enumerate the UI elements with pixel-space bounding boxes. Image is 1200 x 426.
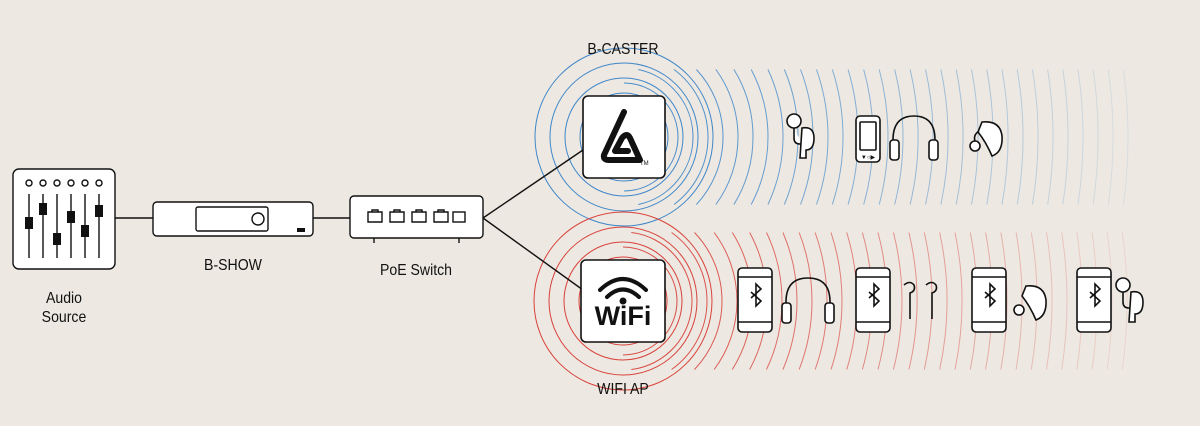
wave-arc bbox=[623, 82, 679, 192]
hearing-aid-icon bbox=[1013, 284, 1047, 322]
b-caster-device-icon[interactable]: TM bbox=[582, 95, 666, 179]
wave-arc bbox=[923, 232, 933, 370]
poe-switch-icon[interactable] bbox=[349, 195, 484, 243]
wave-ring bbox=[549, 62, 699, 212]
hearing-aid-icon bbox=[969, 120, 1003, 158]
b-show-label: B-SHOW bbox=[204, 257, 262, 274]
wave-arc bbox=[1015, 232, 1023, 370]
handheld-receiver-icon: ▼○▶ bbox=[855, 115, 881, 163]
bluetooth-icon bbox=[1089, 282, 1102, 308]
wave-arc bbox=[908, 232, 918, 370]
wave-ring bbox=[578, 256, 668, 346]
wifi-receiver-group bbox=[737, 267, 835, 333]
b-caster-logo-icon bbox=[600, 109, 643, 163]
wave-arc bbox=[638, 69, 694, 205]
wave-arc bbox=[715, 69, 739, 205]
wave-arc bbox=[1121, 232, 1128, 370]
wave-arc bbox=[1077, 69, 1084, 205]
wave-arc bbox=[1000, 232, 1008, 370]
poe-switch-label: PoE Switch bbox=[380, 262, 452, 279]
wave-arc bbox=[671, 232, 708, 370]
wave-arc bbox=[733, 69, 754, 205]
wifi-ap-device-icon[interactable]: WiFi bbox=[580, 259, 666, 343]
wave-arc bbox=[696, 69, 724, 205]
audio-source-label-line2: Source bbox=[41, 309, 87, 326]
wave-arc bbox=[1122, 69, 1129, 205]
headphones-icon bbox=[781, 277, 835, 324]
audio-source-mixer-icon[interactable] bbox=[12, 168, 116, 270]
bluetooth-icon bbox=[868, 282, 881, 308]
connection-lines bbox=[115, 149, 584, 291]
wave-arc bbox=[955, 69, 964, 205]
bluetooth-icon bbox=[750, 282, 763, 308]
wave-arc bbox=[694, 232, 723, 370]
wifi-ap-label: WIFI AP bbox=[597, 381, 649, 398]
wave-arc bbox=[631, 232, 693, 370]
wave-arc bbox=[766, 232, 783, 370]
wave-arc bbox=[1106, 232, 1113, 370]
bluetooth-icon bbox=[984, 282, 997, 308]
wave-arc bbox=[954, 232, 963, 370]
wave-arc bbox=[892, 232, 903, 370]
wave-arc bbox=[750, 69, 769, 205]
audio-source-label: Audio Source bbox=[25, 289, 102, 327]
wave-arc bbox=[831, 69, 844, 205]
smartphone-bluetooth-icon bbox=[737, 267, 773, 333]
smartphone-bluetooth-icon bbox=[1076, 267, 1112, 333]
wave-ring bbox=[579, 92, 669, 182]
line-switch-to-bcaster bbox=[482, 149, 584, 219]
smartphone-bluetooth-icon bbox=[971, 267, 1007, 333]
wave-arc bbox=[909, 69, 919, 205]
headphones-icon bbox=[889, 115, 939, 161]
wave-arc bbox=[971, 69, 979, 205]
wave-arc bbox=[1047, 69, 1054, 205]
line-switch-to-wifi bbox=[482, 217, 584, 291]
wifi-receivers bbox=[737, 267, 1144, 333]
hearing-loop-receiver-icon bbox=[786, 113, 815, 159]
wave-ring bbox=[563, 241, 683, 361]
wave-arc bbox=[939, 232, 948, 370]
wave-arc bbox=[1046, 232, 1053, 370]
wave-arc bbox=[713, 232, 738, 370]
wave-arc bbox=[622, 246, 678, 356]
wave-arc bbox=[798, 232, 813, 370]
wave-arc bbox=[1061, 232, 1068, 370]
wifi-receiver-group bbox=[855, 267, 938, 333]
wave-arc bbox=[830, 232, 843, 370]
wave-arc bbox=[1062, 69, 1069, 205]
wave-arc bbox=[814, 232, 828, 370]
wave-arc bbox=[940, 69, 949, 205]
b-show-device-icon[interactable] bbox=[152, 201, 314, 237]
b-caster-label: B-CASTER bbox=[587, 41, 659, 58]
wave-ring bbox=[564, 77, 684, 197]
wave-arc bbox=[1031, 69, 1039, 205]
wave-arc bbox=[673, 69, 709, 205]
wave-arc bbox=[894, 69, 904, 205]
smartphone-bluetooth-icon bbox=[855, 267, 891, 333]
wave-arc bbox=[1016, 69, 1024, 205]
earbuds-icon bbox=[903, 281, 938, 319]
audio-source-label-line1: Audio bbox=[45, 290, 82, 307]
wave-ring bbox=[534, 47, 714, 227]
wave-arc bbox=[925, 69, 934, 205]
wave-arc bbox=[1001, 69, 1009, 205]
wifi-receiver-group bbox=[1076, 267, 1144, 333]
trademark-mark: TM bbox=[640, 161, 649, 167]
wave-arc bbox=[767, 69, 784, 205]
wave-arc bbox=[1107, 69, 1114, 205]
wave-arc bbox=[782, 232, 798, 370]
wave-ring bbox=[533, 211, 713, 391]
hearing-loop-receiver-icon bbox=[1115, 277, 1144, 323]
wifi-receiver-group bbox=[971, 267, 1047, 333]
wave-arc bbox=[878, 69, 889, 205]
wifi-icon bbox=[598, 277, 648, 305]
bluetooth-broadcast-waves bbox=[534, 47, 1129, 227]
wifi-logo-text: WiFi bbox=[595, 301, 652, 331]
svg-text:▼○▶: ▼○▶ bbox=[861, 155, 876, 161]
wave-ring bbox=[548, 226, 698, 376]
wave-arc bbox=[816, 69, 829, 205]
wave-arc bbox=[1092, 69, 1099, 205]
